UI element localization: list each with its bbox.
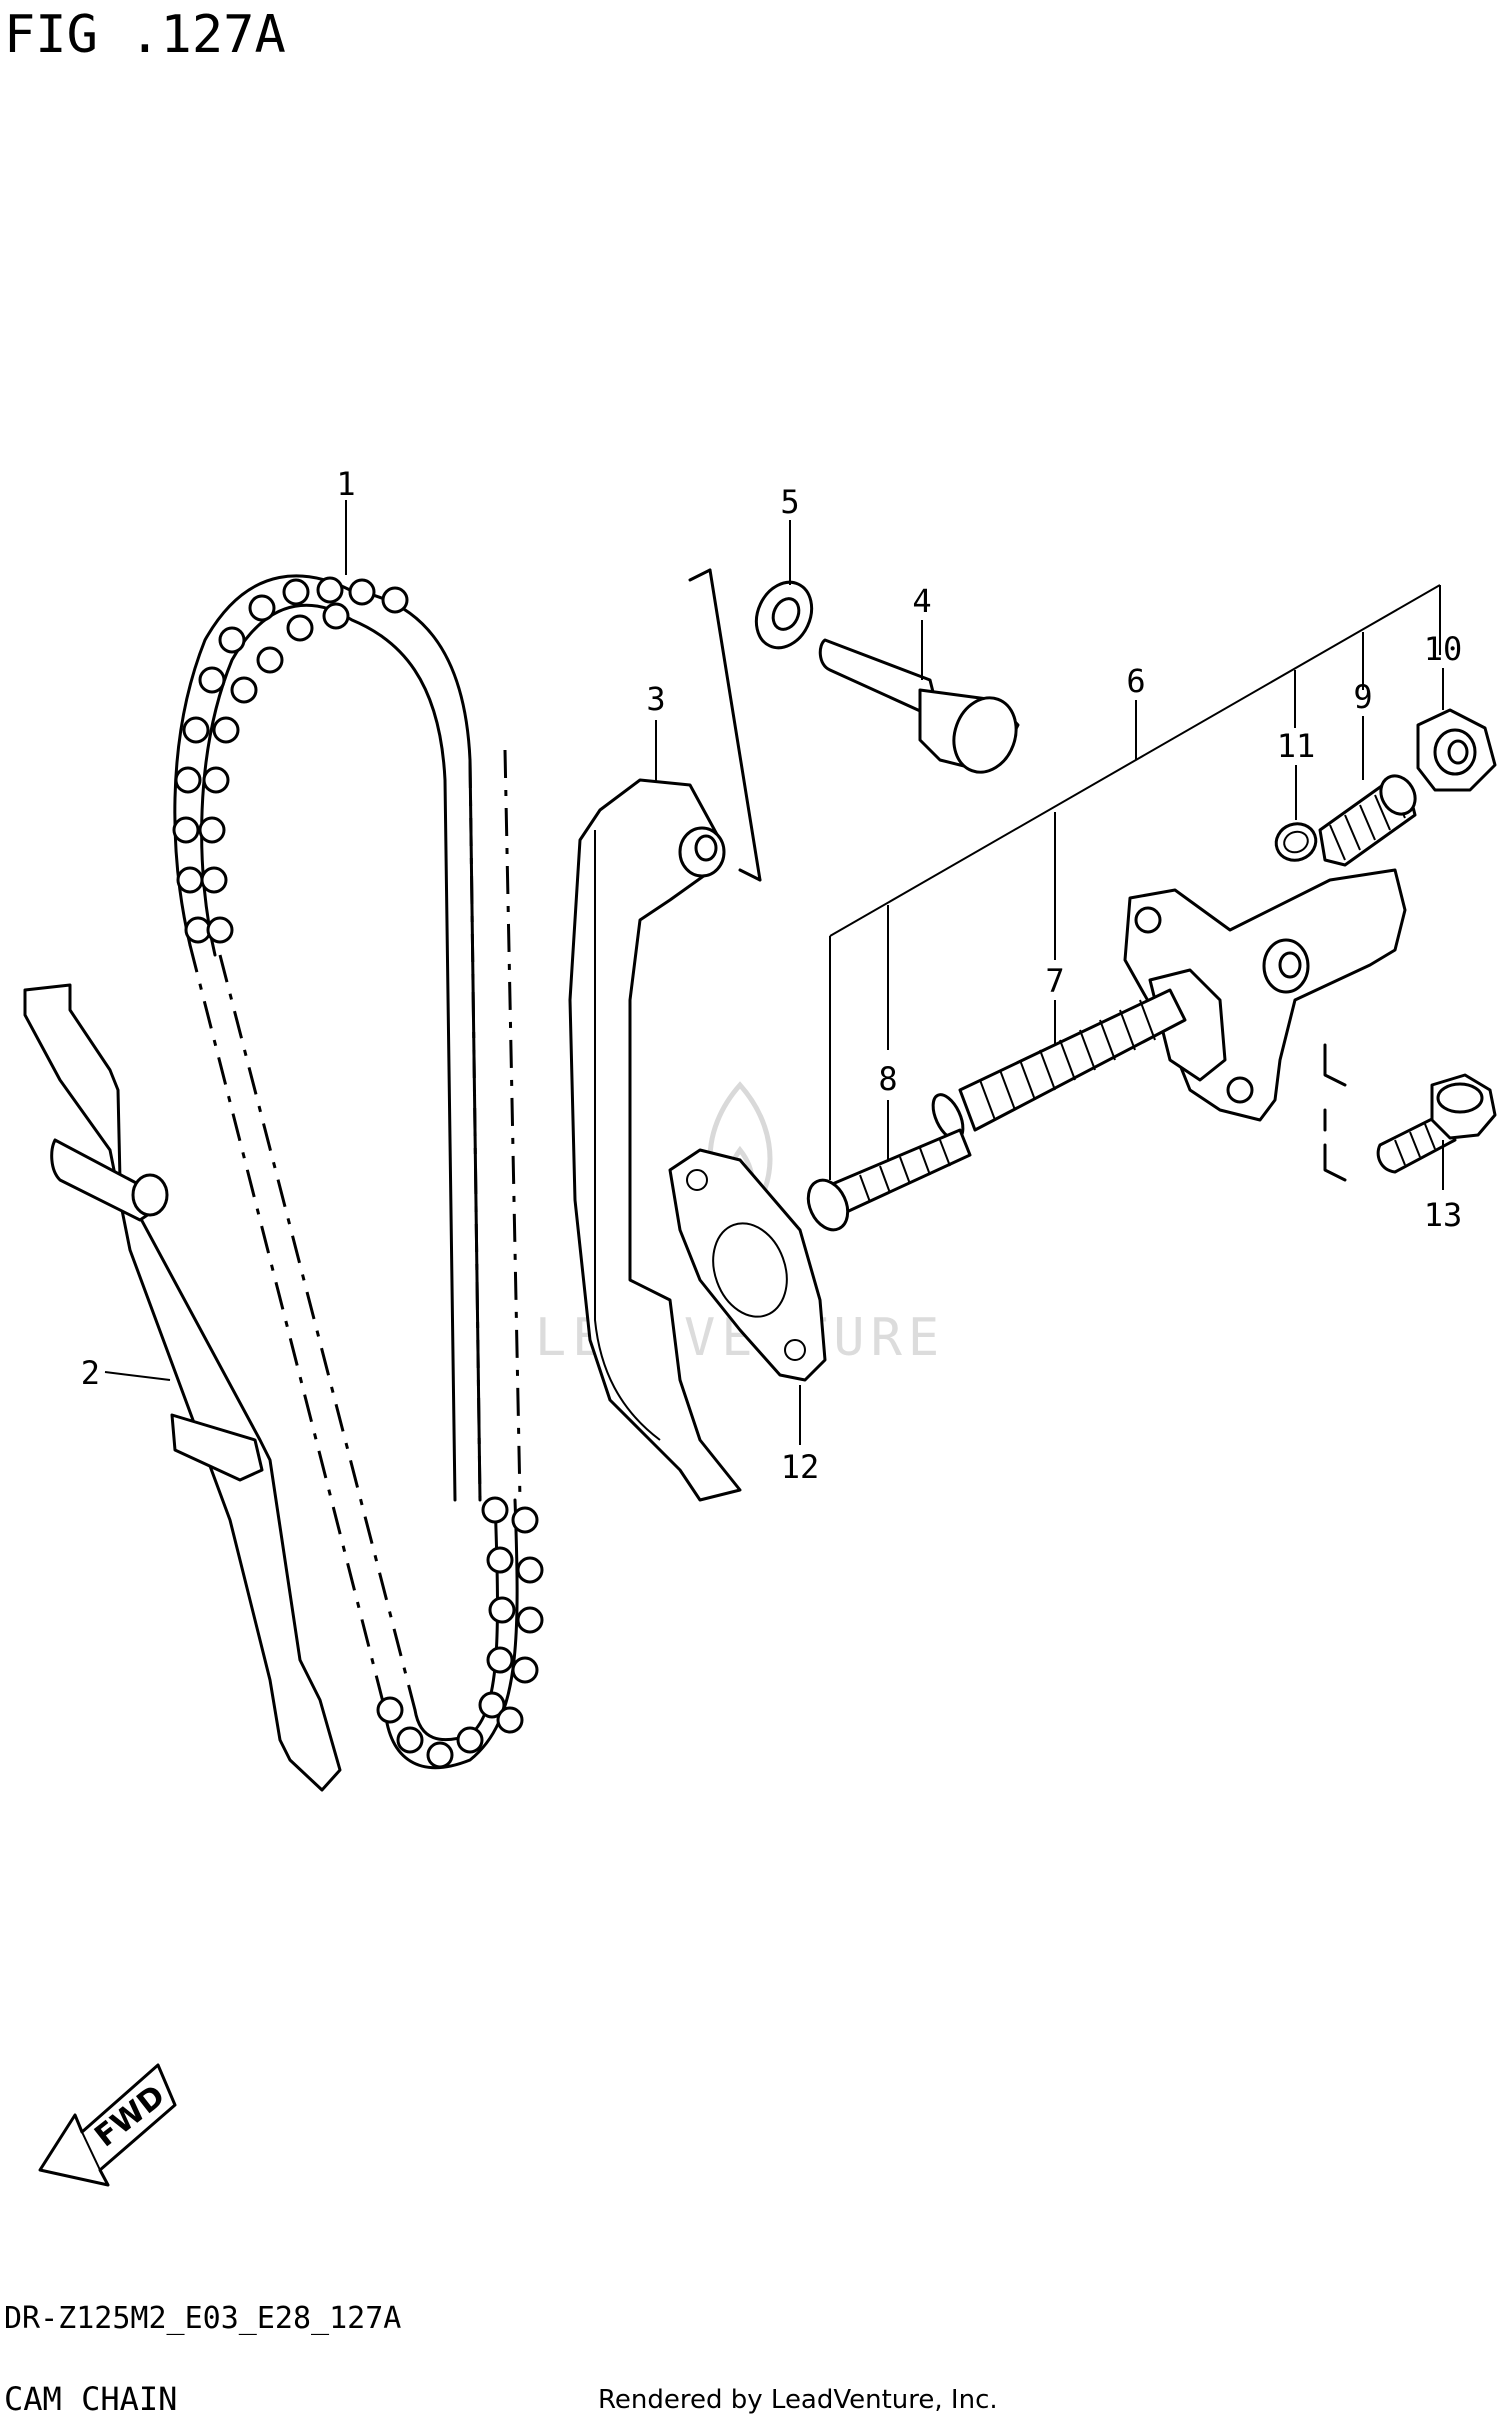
washer: 5 — [688, 483, 814, 882]
chain-links-upper — [172, 576, 409, 944]
cap-nut: 10 — [1416, 630, 1497, 792]
tensioner-gasket: 12 — [668, 1148, 827, 1486]
tensioner-pushrod: 7 — [931, 962, 1187, 1141]
tensioner-bolt: 13 — [1323, 1043, 1497, 1234]
callout-12: 12 — [781, 1448, 820, 1486]
plunger-rod: 8 — [806, 1060, 972, 1232]
section-title: CAM CHAIN — [4, 2380, 177, 2418]
callout-5: 5 — [780, 483, 799, 521]
cam-chain: 1 — [172, 465, 544, 1770]
callout-7: 7 — [1045, 962, 1064, 1000]
callout-13: 13 — [1424, 1196, 1463, 1234]
callout-6: 6 — [1126, 662, 1145, 700]
tensioner-bracket-lines: 6 — [829, 584, 1441, 1180]
model-code: DR-Z125M2_E03_E28_127A — [4, 2301, 401, 2336]
callout-4: 4 — [912, 582, 931, 620]
callout-8: 8 — [878, 1060, 897, 1098]
callout-10: 10 — [1424, 630, 1463, 668]
chain-links-lower — [376, 1496, 544, 1769]
o-ring: 11 — [1274, 727, 1318, 862]
credit: Rendered by LeadVenture, Inc. — [598, 2385, 998, 2415]
cam-chain-guide: 2 — [23, 983, 342, 1792]
fwd-arrow: FWD — [38, 2063, 177, 2187]
tensioner-guide: 3 — [568, 680, 742, 1502]
callout-3: 3 — [646, 680, 665, 718]
callout-9: 9 — [1353, 678, 1372, 716]
figure-title: FIG .127A — [4, 5, 286, 65]
plunger-spring: 9 — [1318, 678, 1417, 867]
guide-bolt: 4 — [818, 582, 1020, 774]
callout-1: 1 — [336, 465, 355, 503]
callout-11: 11 — [1277, 727, 1316, 765]
callout-2: 2 — [81, 1354, 100, 1392]
